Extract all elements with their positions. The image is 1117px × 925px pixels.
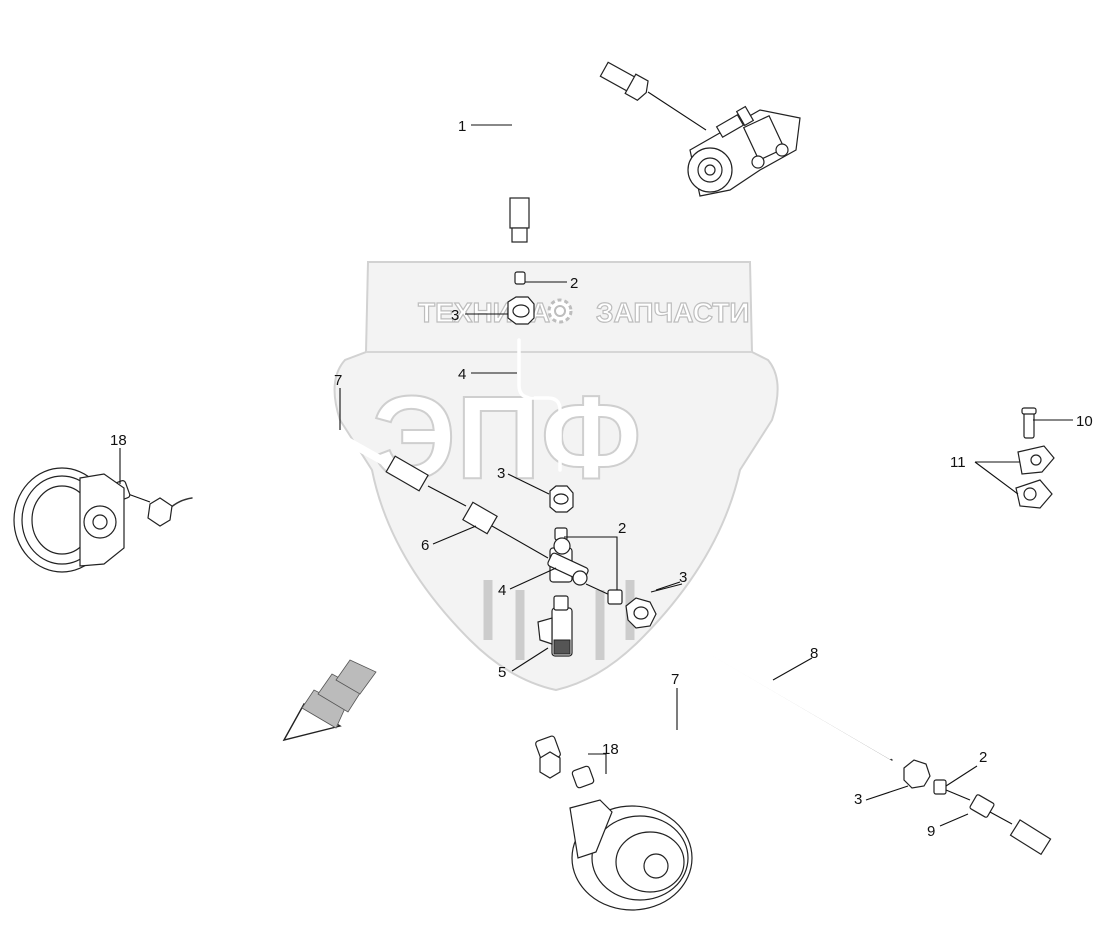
watermark-logo: ЭПФ: [372, 372, 641, 504]
right-motor: [569, 799, 693, 911]
callout-8: 8: [810, 645, 818, 662]
callout-2: 2: [979, 749, 987, 766]
clamp-assembly: [1015, 407, 1055, 509]
callout-3: 3: [679, 569, 687, 586]
callout-18: 18: [602, 741, 619, 758]
callout-2: 2: [618, 520, 626, 537]
upper-fittings: [507, 271, 574, 541]
callout-6: 6: [421, 537, 429, 554]
callout-leaders: [119, 124, 1073, 827]
watermark-shield: [333, 261, 779, 692]
line-1: [509, 22, 707, 243]
callout-3: 3: [451, 307, 459, 324]
left-hose-7: [109, 428, 467, 527]
right-hose-7: [533, 693, 1075, 884]
callout-11: 11: [950, 454, 966, 471]
callout-9: 9: [927, 823, 935, 840]
callout-3: 3: [854, 791, 862, 808]
callout-7: 7: [334, 372, 342, 389]
watermark: ТЕХНИКА ЗАПЧАСТИ ЭПФ: [333, 261, 779, 692]
callout-3: 3: [497, 465, 505, 482]
callout-2: 2: [570, 275, 578, 292]
callout-4: 4: [458, 366, 466, 383]
right-fittings: [585, 583, 1013, 825]
gear-icon: [547, 298, 573, 324]
watermark-text-right: ЗАПЧАСТИ: [596, 297, 749, 328]
callouts: 1 2 3 4 7 18 3 6 2 4 3 5 8 7 18 2 3 9 10…: [110, 118, 1093, 840]
callout-7: 7: [671, 671, 679, 688]
forward-direction-arrow-icon: [282, 659, 377, 742]
upper-valve-assembly: [687, 105, 801, 197]
callout-10: 10: [1076, 413, 1093, 430]
left-motor: [13, 467, 125, 573]
callout-5: 5: [498, 664, 506, 681]
callout-18: 18: [110, 432, 127, 449]
tee-assembly: [462, 501, 589, 657]
callout-4: 4: [498, 582, 506, 599]
callout-1: 1: [458, 118, 466, 135]
